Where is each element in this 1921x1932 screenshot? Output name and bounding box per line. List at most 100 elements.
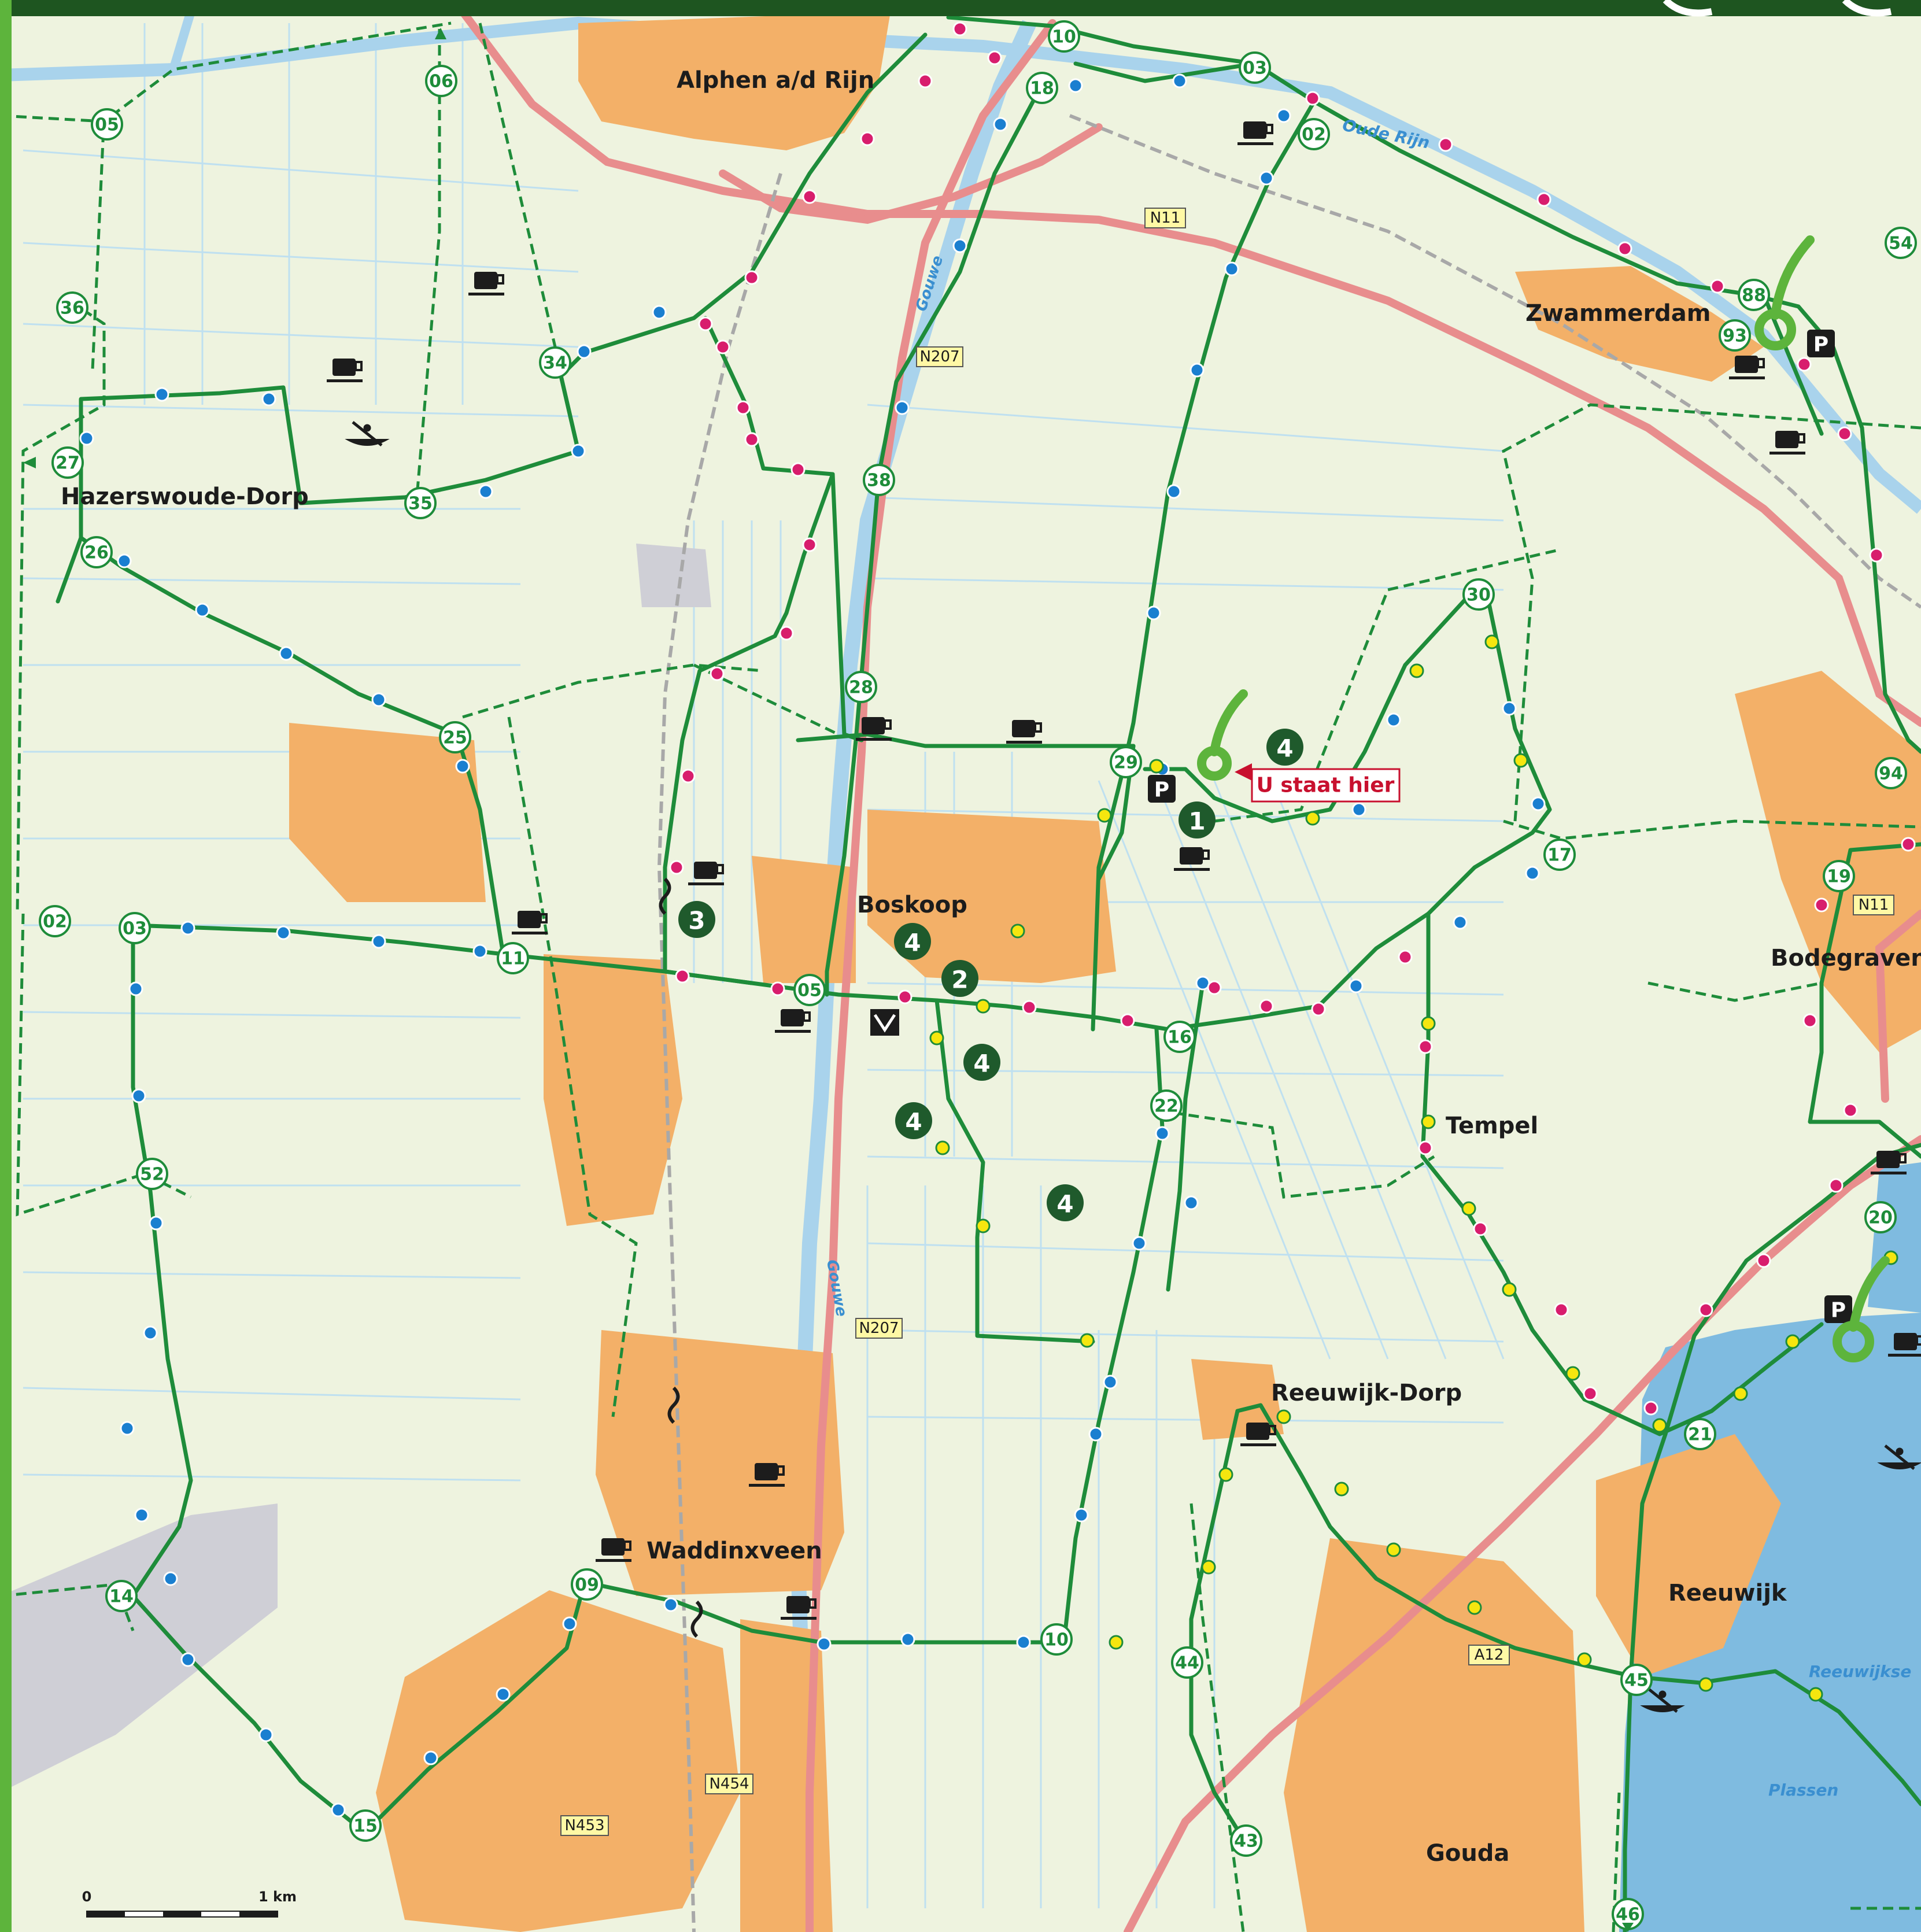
svg-text:38: 38 [867,471,891,491]
water-label-plassen: Plassen [1768,1780,1838,1800]
junction-node: 52 [136,1158,168,1190]
svg-text:0: 0 [82,1889,92,1905]
route-badge: 4 [894,923,931,960]
canoe-icons [345,421,1921,1713]
place-label-zwammerdam: Zwammerdam [1525,300,1711,327]
place-labels: Alphen a/d Rijn Zwammerdam Hazerswoude-D… [61,67,1921,1867]
railway [657,173,782,1932]
svg-text:14: 14 [109,1587,134,1607]
direction-arrow-icon [23,457,36,468]
cafe-icon [327,359,363,382]
place-label-bodegraven: Bodegraven [1771,945,1921,971]
canal-west [169,10,195,71]
junction-node: 03 [1239,51,1271,84]
cafe-icon [1240,1423,1276,1446]
svg-text:34: 34 [543,353,567,374]
route-waypoints [79,21,1916,1818]
junction-node: 25 [439,721,471,753]
svg-text:93: 93 [1723,326,1747,346]
place-label-alphen: Alphen a/d Rijn [677,67,874,94]
scale-bar: 0 1 km [82,1889,297,1918]
parking-icon: P [1824,1295,1852,1323]
canoe-icon [1640,1687,1685,1713]
cafe-icon [856,717,892,741]
svg-text:A12: A12 [1475,1646,1504,1664]
junction-node: 30 [1462,578,1495,611]
route-badge: 4 [963,1044,1000,1081]
svg-text:17: 17 [1547,845,1572,866]
svg-text:N207: N207 [919,348,959,365]
svg-text:N454: N454 [709,1775,749,1793]
road-plate-n11-east: N11 [1853,895,1894,915]
svg-text:4: 4 [1056,1190,1073,1218]
svg-text:10: 10 [1052,27,1076,47]
cafe-icon [1174,847,1210,871]
junction-node: 21 [1684,1418,1716,1450]
route-badges: 1 2 3 4 4 4 4 4 [678,729,1303,1221]
route-badge: 2 [941,960,978,997]
junction-node: 05 [793,974,826,1006]
svg-text:09: 09 [575,1575,599,1595]
water-label-reeuwijkse: Reeuwijkse [1809,1662,1911,1681]
ditch-pattern [23,23,1505,1908]
svg-text:02: 02 [43,912,67,932]
junction-node: 10 [1048,20,1080,53]
svg-text:4: 4 [905,1108,922,1136]
cafe-icon [1729,356,1765,379]
junction-node: 02 [39,905,71,937]
parking-icons: P P P [1148,330,1852,1323]
svg-text:1 km: 1 km [258,1889,297,1905]
junction-node: 28 [845,671,877,703]
svg-text:U staat hier: U staat hier [1257,774,1395,797]
junction-node: 93 [1719,319,1751,352]
svg-text:3: 3 [688,907,705,935]
svg-text:52: 52 [140,1165,164,1185]
svg-text:16: 16 [1168,1028,1192,1048]
cafe-icon [512,911,548,934]
junction-node: 03 [119,912,151,944]
svg-text:N11: N11 [1859,896,1889,914]
svg-text:P: P [1831,1299,1846,1323]
cafe-icon [781,1596,817,1620]
direction-arrow-icon [435,28,446,39]
svg-text:25: 25 [443,728,467,748]
svg-text:22: 22 [1154,1096,1179,1117]
direction-arrow-icon [1622,1923,1634,1932]
frame-left [0,0,12,1932]
junction-node: 09 [571,1568,603,1601]
svg-text:43: 43 [1234,1831,1258,1852]
junction-node: 43 [1230,1824,1262,1857]
ferry-icon [659,877,671,915]
svg-text:28: 28 [849,678,873,698]
road-plate-a12: A12 [1468,1645,1510,1665]
place-label-tempel: Tempel [1446,1113,1538,1139]
junction-node: 17 [1543,838,1576,871]
svg-text:03: 03 [123,919,147,939]
canoe-icon [1877,1445,1921,1470]
road-plate-n207-south: N207 [855,1318,903,1339]
route-badge: 4 [1047,1184,1084,1221]
ferry-icons [659,877,703,1638]
junction-node: 46 [1612,1898,1644,1930]
svg-text:4: 4 [1276,734,1293,763]
junction-node: 05 [91,108,123,141]
svg-text:46: 46 [1616,1905,1640,1925]
svg-text:44: 44 [1175,1653,1199,1674]
svg-text:45: 45 [1624,1671,1649,1691]
place-label-reeuwijk: Reeuwijk [1668,1580,1787,1606]
junction-node: 02 [1298,118,1330,150]
route-badge: 4 [895,1102,932,1139]
svg-text:94: 94 [1879,764,1903,784]
ferry-icon [690,1600,703,1638]
place-label-boskoop: Boskoop [857,892,967,918]
svg-text:03: 03 [1243,58,1267,79]
road-plate-n453: N453 [560,1815,609,1836]
svg-text:36: 36 [60,298,84,319]
svg-text:29: 29 [1114,753,1138,773]
svg-text:54: 54 [1889,234,1913,254]
svg-text:2: 2 [951,966,968,994]
cafe-icon [1237,121,1273,145]
place-label-waddinxveen: Waddinxveen [647,1538,822,1564]
junction-nodes: 10 03 18 02 06 05 54 88 93 36 34 27 35 3… [39,20,1917,1930]
